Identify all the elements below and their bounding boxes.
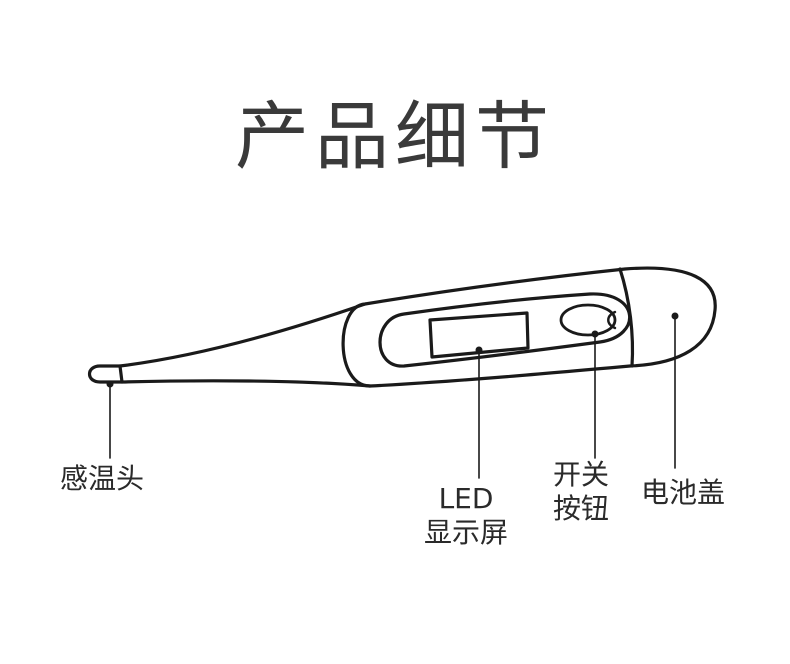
- label-battery-cover: 电池盖: [641, 476, 725, 510]
- probe-shaft: [118, 302, 372, 388]
- power-button-notch: [607, 310, 617, 330]
- label-sensor-tip: 感温头: [60, 462, 144, 496]
- label-switch-button-line2: 按钮: [553, 492, 610, 525]
- label-led-display: LED 显示屏: [424, 482, 508, 550]
- label-battery-cover-text: 电池盖: [641, 476, 726, 509]
- sensor-tip-shape: [87, 364, 124, 384]
- callout-dot-battery: [671, 312, 679, 320]
- page-title: 产品细节: [235, 94, 555, 180]
- inner-panel: [378, 292, 632, 368]
- callout-dot-led: [475, 346, 483, 354]
- callout-dot-sensor: [106, 380, 114, 388]
- label-led-display-line2: 显示屏: [424, 516, 509, 549]
- label-switch-button: 开关 按钮: [553, 458, 609, 526]
- label-led-display-line1: LED: [438, 482, 494, 515]
- callout-dot-button: [591, 330, 599, 338]
- power-button-shape: [559, 303, 617, 337]
- thermometer-body: [341, 266, 717, 388]
- led-display-shape: [428, 311, 530, 359]
- label-sensor-tip-text: 感温头: [60, 462, 145, 495]
- label-switch-button-line1: 开关: [553, 458, 610, 491]
